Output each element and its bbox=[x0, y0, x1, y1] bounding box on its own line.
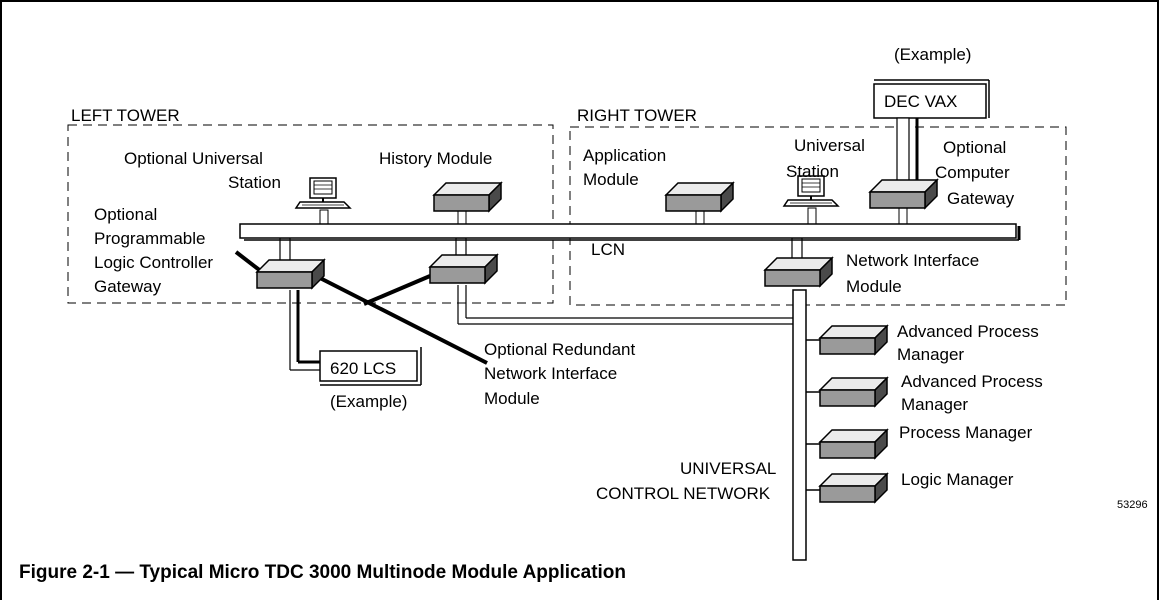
redundant-nim-label-line3: Module bbox=[484, 389, 540, 408]
history-module-label: History Module bbox=[379, 149, 492, 168]
lcn-label: LCN bbox=[591, 240, 625, 259]
apm1-label-line2: Manager bbox=[897, 345, 964, 364]
right-universal-station-label-line2: Station bbox=[786, 162, 839, 181]
redundant-nim-ucn-cable bbox=[457, 285, 793, 325]
plc-gateway-box bbox=[256, 259, 325, 289]
right-tower-boundary bbox=[569, 126, 1067, 306]
lcs-620 bbox=[319, 347, 422, 386]
network-interface-module-box bbox=[764, 257, 833, 287]
plc-gateway-label-line2: Programmable bbox=[94, 229, 206, 248]
nim-label-line2: Module bbox=[846, 277, 902, 296]
dec-vax-host bbox=[873, 79, 990, 119]
left-universal-station-label-line1: Optional Universal bbox=[124, 149, 263, 168]
computer-gateway-box bbox=[869, 179, 938, 209]
computer-gateway-label-line1: Optional bbox=[943, 138, 1006, 157]
process-manager-label: Process Manager bbox=[899, 423, 1033, 442]
left-tower-title: LEFT TOWER bbox=[71, 106, 180, 125]
application-module-label-line2: Module bbox=[583, 170, 639, 189]
computer-gateway-label-line3: Gateway bbox=[947, 189, 1015, 208]
redundant-nim-label-line1: Optional Redundant bbox=[484, 340, 636, 359]
left-universal-station-icon bbox=[295, 177, 351, 209]
lcs-label: 620 LCS bbox=[330, 359, 396, 378]
right-tower-title: RIGHT TOWER bbox=[577, 106, 697, 125]
right-universal-station-label-line1: Universal bbox=[794, 136, 865, 155]
ucn-label-line2: CONTROL NETWORK bbox=[596, 484, 771, 503]
left-universal-station-label-line2: Station bbox=[228, 173, 281, 192]
ucn-device-stubs bbox=[806, 339, 820, 491]
redundant-nim-leader-2 bbox=[363, 274, 431, 306]
apm2-label-line1: Advanced Process bbox=[901, 372, 1043, 391]
process-manager-box bbox=[819, 429, 888, 459]
plc-gateway-label-line4: Gateway bbox=[94, 277, 162, 296]
application-module-box bbox=[665, 182, 734, 212]
history-module-box bbox=[433, 182, 502, 212]
logic-manager-label: Logic Manager bbox=[901, 470, 1014, 489]
redundant-nim-leader bbox=[319, 276, 488, 365]
plc-gateway-leader bbox=[234, 250, 264, 274]
figure-caption: Figure 2-1 — Typical Micro TDC 3000 Mult… bbox=[19, 562, 627, 583]
dec-vax-cable bbox=[896, 117, 910, 189]
redundant-nim-label-line2: Network Interface bbox=[484, 364, 617, 383]
application-module-label-line1: Application bbox=[583, 146, 666, 165]
computer-gateway-label-line2: Computer bbox=[935, 163, 1010, 182]
apm1-label-line1: Advanced Process bbox=[897, 322, 1039, 341]
left-tower-boundary bbox=[67, 124, 554, 304]
nim-label-line1: Network Interface bbox=[846, 251, 979, 270]
dec-vax-label: DEC VAX bbox=[884, 92, 957, 111]
ucn-bus bbox=[792, 289, 807, 561]
figure-ref-number: 53296 bbox=[1117, 499, 1148, 511]
plc-gateway-label-line1: Optional bbox=[94, 205, 157, 224]
lcn-bus bbox=[239, 223, 1021, 241]
plc-lcs-cable bbox=[289, 290, 324, 371]
advanced-process-manager-2-box bbox=[819, 377, 888, 407]
ucn-label-line1: UNIVERSAL bbox=[680, 459, 776, 478]
dec-vax-example-label: (Example) bbox=[894, 45, 971, 64]
plc-gateway-label-line3: Logic Controller bbox=[94, 253, 213, 272]
apm2-label-line2: Manager bbox=[901, 395, 968, 414]
redundant-nim-box bbox=[429, 254, 498, 284]
logic-manager-box bbox=[819, 473, 888, 503]
advanced-process-manager-1-box bbox=[819, 325, 888, 355]
lcs-example-label: (Example) bbox=[330, 392, 407, 411]
